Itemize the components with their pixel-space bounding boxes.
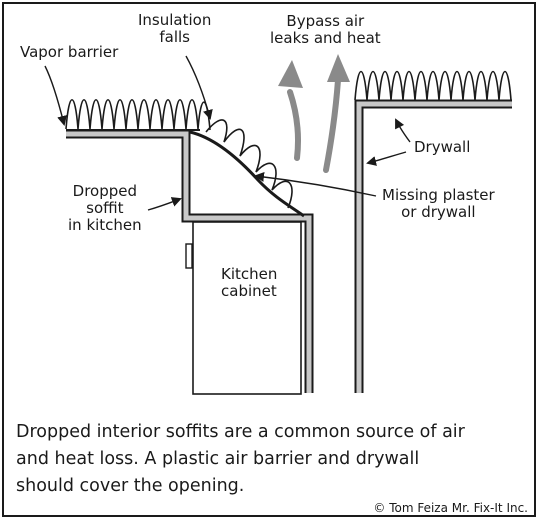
missing-plaster-label: Missing plaster or drywall [382, 186, 495, 221]
drywall-pointer-upper [395, 118, 411, 143]
insulation-fallen [205, 119, 293, 209]
cabinet-handle [185, 243, 193, 269]
bypass-air-label: Bypass air leaks and heat [270, 12, 381, 47]
drywall-pointer-lower [366, 151, 407, 166]
insulation-pointer [185, 55, 213, 120]
drywall-label: Drywall [414, 138, 471, 156]
bypass-air-arrow-right [323, 77, 341, 173]
dropped-soffit-label: Dropped soffit in kitchen [68, 182, 142, 234]
insulation-left [65, 98, 211, 131]
insulation-right [354, 70, 512, 101]
caption-text: Dropped interior soffits are a common so… [16, 422, 465, 496]
kitchen-cabinet [192, 221, 302, 395]
vapor-barrier-pointer [44, 65, 67, 126]
bypass-air-arrow-left [287, 89, 302, 161]
insulation-falls-label: Insulation falls [138, 11, 212, 46]
missing-plaster-edge [189, 130, 305, 218]
vapor-barrier-label: Vapor barrier [20, 43, 119, 61]
soffit-pointer [147, 197, 182, 211]
copyright-credit: © Tom Feiza Mr. Fix-It Inc. [373, 501, 528, 515]
kitchen-cabinet-label: Kitchen cabinet [221, 265, 278, 300]
missing-plaster-pointer [254, 171, 377, 197]
